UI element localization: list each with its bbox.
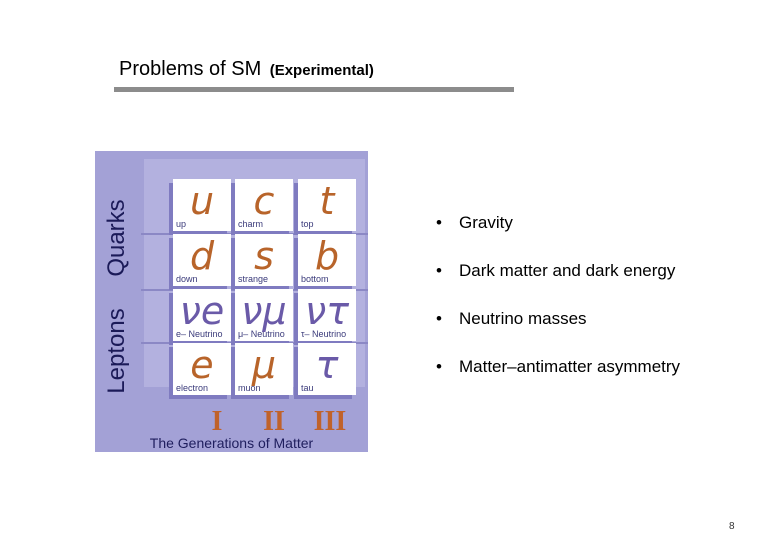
particle-symbol: νe bbox=[179, 289, 225, 333]
particle-cell-up: u up bbox=[173, 179, 231, 231]
generation-numeral-3: III bbox=[313, 406, 347, 437]
particle-name: τ– Neutrino bbox=[301, 329, 347, 339]
generation-numeral-2: II bbox=[263, 406, 285, 437]
generation-numeral-1: I bbox=[211, 406, 223, 437]
slide-title-sub: (Experimental) bbox=[269, 62, 374, 79]
particle-name: up bbox=[176, 219, 187, 229]
particle-symbol: τ bbox=[315, 343, 339, 387]
slide-title-main: Problems of SM bbox=[119, 58, 262, 80]
particle-name: electron bbox=[176, 383, 209, 393]
bullet-text: Gravity bbox=[459, 213, 513, 232]
particle-cell-electron: e electron bbox=[173, 343, 231, 395]
particle-name: e– Neutrino bbox=[176, 329, 223, 339]
bullet-text: Dark matter and dark energy bbox=[459, 261, 676, 280]
bullet-text: Matter–antimatter asymmetry bbox=[459, 357, 681, 376]
particle-name: top bbox=[301, 219, 314, 229]
quarks-label: Quarks bbox=[103, 199, 130, 277]
generations-of-matter-figure: Quarks Leptons u up c charm t top d down… bbox=[95, 151, 368, 452]
particle-symbol: μ bbox=[251, 343, 277, 387]
particle-cell-tau-neutrino: ντ τ– Neutrino bbox=[298, 289, 356, 341]
particle-name: bottom bbox=[301, 274, 329, 284]
bullet-marker: • bbox=[436, 309, 442, 328]
particle-cell-electron-neutrino: νe e– Neutrino bbox=[173, 289, 231, 341]
particle-cell-tau: τ tau bbox=[298, 343, 356, 395]
list-item: • Dark matter and dark energy bbox=[436, 258, 680, 306]
particle-cell-bottom: b bottom bbox=[298, 234, 356, 286]
particle-name: strange bbox=[238, 274, 269, 284]
particle-symbol: t bbox=[319, 179, 335, 223]
particle-symbol: ντ bbox=[304, 289, 350, 333]
particle-symbol: s bbox=[254, 234, 274, 278]
particle-symbol: e bbox=[190, 343, 214, 387]
particle-name: charm bbox=[238, 219, 264, 229]
bullet-marker: • bbox=[436, 261, 442, 280]
list-item: • Neutrino masses bbox=[436, 306, 680, 354]
bullet-marker: • bbox=[436, 213, 442, 232]
list-item: • Matter–antimatter asymmetry bbox=[436, 354, 680, 402]
particle-cell-charm: c charm bbox=[235, 179, 293, 231]
particle-cell-top: t top bbox=[298, 179, 356, 231]
particle-cell-strange: s strange bbox=[235, 234, 293, 286]
side-labels: Quarks Leptons bbox=[95, 151, 141, 452]
particle-symbol: d bbox=[189, 234, 215, 278]
figure-caption: The Generations of Matter bbox=[149, 435, 314, 451]
leptons-label: Leptons bbox=[103, 308, 130, 394]
bullet-text: Neutrino masses bbox=[459, 309, 587, 328]
bullet-list: • Gravity • Dark matter and dark energy • N… bbox=[436, 210, 680, 402]
particle-cell-down: d down bbox=[173, 234, 231, 286]
particle-cell-muon-neutrino: νμ μ– Neutrino bbox=[235, 289, 293, 341]
particle-symbol: b bbox=[314, 234, 340, 278]
particle-name: down bbox=[176, 274, 198, 284]
particle-symbol: u bbox=[189, 179, 215, 223]
particle-symbol: c bbox=[253, 179, 275, 223]
title-underline bbox=[114, 87, 514, 92]
bullet-marker: • bbox=[436, 357, 442, 376]
particle-name: muon bbox=[238, 383, 261, 393]
particle-name: μ– Neutrino bbox=[238, 329, 285, 339]
particle-symbol: νμ bbox=[241, 289, 287, 333]
slide-number: 8 bbox=[729, 521, 735, 532]
slide-title: Problems of SM (Experimental) bbox=[119, 58, 374, 81]
particle-cell-muon: μ muon bbox=[235, 343, 293, 395]
particle-name: tau bbox=[301, 383, 314, 393]
list-item: • Gravity bbox=[436, 210, 680, 258]
